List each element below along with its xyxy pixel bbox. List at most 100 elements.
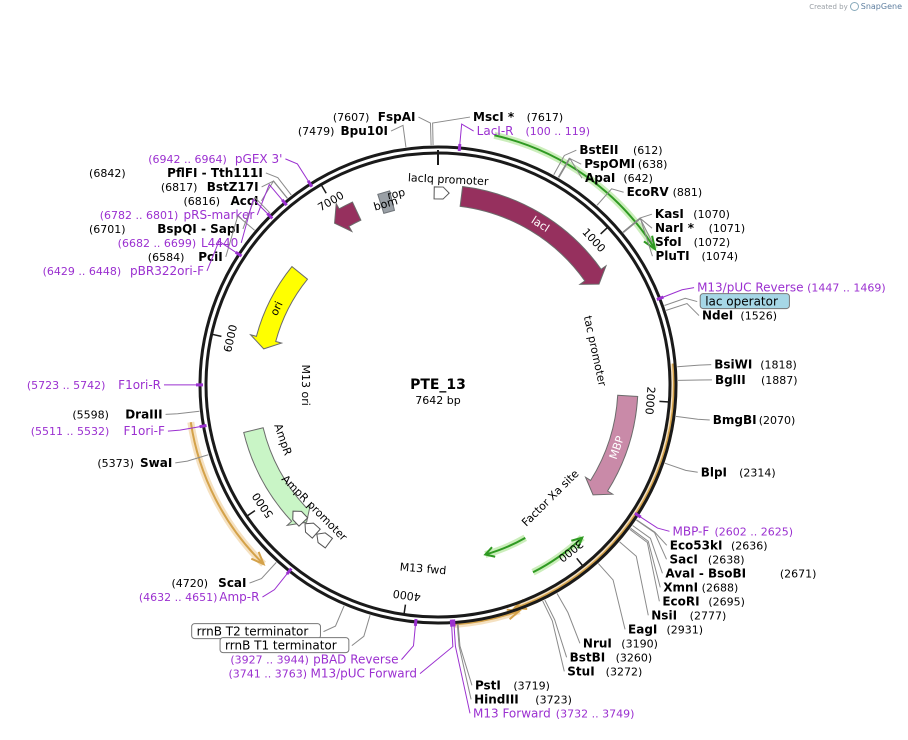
- site-eagi[interactable]: EagI(2931): [628, 622, 703, 636]
- site-nari[interactable]: NarI *(1071): [655, 221, 745, 235]
- site-lac-operator[interactable]: lac operator: [699, 293, 790, 310]
- ring-label-laciq-promoter: lacIq promoter: [408, 171, 490, 188]
- site-name-bstbi: BstBI: [570, 650, 606, 664]
- leader-m13-puc-reverse: [661, 287, 695, 299]
- site-bsiwi[interactable]: BsiWI(1818): [714, 358, 797, 372]
- site-m13-forward[interactable]: M13 Forward(3732 .. 3749): [473, 706, 634, 720]
- site-name-ecori: EcoRI: [662, 594, 699, 608]
- site-bmgbi[interactable]: BmgBI(2070): [713, 413, 796, 427]
- site-xmni[interactable]: XmnI(2688): [663, 580, 738, 594]
- site-name-pluti: PluTI: [655, 249, 689, 263]
- site-pbad-reverse[interactable]: pBAD Reverse(3927 .. 3944): [230, 653, 398, 667]
- site-fspai[interactable]: FspAI(7607): [333, 110, 416, 124]
- site-ecorv[interactable]: EcoRV(881): [627, 185, 703, 199]
- site-name-bpu10i: Bpu10I: [341, 124, 388, 138]
- plasmid-length: 7642 bp: [415, 394, 460, 407]
- site-saci[interactable]: SacI(2638): [670, 552, 745, 566]
- site-bspqi-sapi[interactable]: BspQI - SapI(6701): [89, 222, 240, 236]
- site-laci-r[interactable]: LacI-R(100 .. 119): [477, 124, 590, 138]
- leader-m13-forward: [453, 624, 471, 714]
- site-ecori[interactable]: EcoRI(2695): [662, 594, 745, 608]
- site-nsii[interactable]: NsiI(2777): [651, 608, 726, 622]
- site-name-xmni: XmnI: [663, 580, 698, 594]
- site-swai[interactable]: SwaI(5373): [97, 456, 172, 470]
- site-eco53ki[interactable]: Eco53kI(2636): [670, 538, 768, 552]
- site-pos-msci: (7617): [527, 111, 564, 124]
- site-avai-bsobi[interactable]: AvaI - BsoBI(2671): [665, 566, 816, 580]
- site-m13-puc-forward[interactable]: M13/pUC Forward(3741 .. 3763): [228, 667, 417, 681]
- site-bglii[interactable]: BglII(1887): [715, 373, 798, 387]
- leader-amp-r: [262, 572, 289, 598]
- leader-bstbi: [544, 599, 568, 658]
- ring-label-tac-promoter: tac promoter: [581, 315, 609, 388]
- site-blpi[interactable]: BlpI(2314): [701, 465, 776, 479]
- site-name-f1ori-r: F1ori-R: [118, 378, 161, 392]
- leader-hindiii: [456, 624, 472, 700]
- site-amp-r[interactable]: Amp-R(4632 .. 4651): [139, 590, 260, 604]
- leader-pgex-3: [285, 158, 310, 183]
- credit-prefix: Created by: [809, 2, 848, 11]
- site-scai[interactable]: ScaI(4720): [172, 576, 247, 590]
- site-pos-ndei: (1526): [740, 310, 777, 323]
- tick-2000: [659, 400, 670, 403]
- site-sfoi[interactable]: SfoI(1072): [655, 235, 730, 249]
- site-pos-pflfi-tth111i: (6842): [89, 167, 126, 180]
- site-ndei[interactable]: NdeI(1526): [702, 309, 777, 323]
- site-kasi[interactable]: KasI(1070): [655, 207, 730, 221]
- site-f1ori-r[interactable]: F1ori-R(5723 .. 5742): [27, 378, 161, 392]
- site-draiii[interactable]: DraIII(5598): [72, 407, 162, 421]
- site-name-lac-operator: lac operator: [705, 295, 778, 309]
- site-name-bsiwi: BsiWI: [714, 358, 752, 372]
- ampr-promoter-arrow-1-icon: [304, 522, 321, 539]
- leader-ecori: [629, 528, 660, 602]
- leader-ndei: [665, 302, 700, 316]
- ring-label-bom: bom: [372, 194, 399, 213]
- site-pos-nsii: (2777): [690, 609, 727, 622]
- site-prs-marker[interactable]: pRS-marker(6782 .. 6801): [100, 208, 255, 222]
- site-pcii[interactable]: PciI(6584): [148, 250, 223, 264]
- site-m13-puc-reverse[interactable]: M13/pUC Reverse(1447 .. 1469): [697, 281, 886, 295]
- site-rrnb-t1-terminator[interactable]: rrnB T1 terminator: [219, 637, 350, 654]
- site-pgex-3[interactable]: pGEX 3'(6942 .. 6964): [148, 152, 282, 166]
- site-pspomi[interactable]: PspOMI(638): [584, 157, 667, 171]
- site-apai[interactable]: ApaI(642): [585, 171, 653, 185]
- site-pos-pbad-reverse: (3927 .. 3944): [230, 654, 309, 667]
- site-mbp-f[interactable]: MBP-F(2602 .. 2625): [672, 524, 793, 538]
- site-f1ori-f[interactable]: F1ori-F(5511 .. 5532): [31, 424, 165, 438]
- leader-bspqi-sapi: [242, 196, 271, 230]
- site-name-bstz17i: BstZ17I: [207, 180, 259, 194]
- site-pos-ecorv: (881): [673, 186, 703, 199]
- site-nrui[interactable]: NruI(3190): [583, 636, 658, 650]
- site-bstz17i[interactable]: BstZ17I (6817): [161, 180, 259, 194]
- tick-label-2000: 2000: [642, 386, 657, 415]
- site-psti[interactable]: PstI(3719): [475, 678, 550, 692]
- site-rrnb-t2-terminator[interactable]: rrnB T2 terminator: [191, 623, 321, 640]
- site-pos-bglii: (1887): [761, 374, 798, 387]
- site-pos-bstz17i: (6817): [161, 181, 198, 194]
- site-bstbi[interactable]: BstBI(3260): [570, 650, 653, 664]
- site-acci[interactable]: AccI(6816): [183, 194, 258, 208]
- site-pos-eco53ki: (2636): [731, 539, 768, 552]
- site-hindiii[interactable]: HindIII(3723): [474, 692, 572, 706]
- site-l4440[interactable]: L4440(6682 .. 6699): [118, 236, 239, 250]
- site-pflfi-tth111i[interactable]: PflFI - Tth111I(6842): [89, 166, 263, 180]
- site-pluti[interactable]: PluTI(1074): [655, 249, 738, 263]
- site-bsteii[interactable]: BstEII(612): [579, 143, 662, 157]
- site-bpu10i[interactable]: Bpu10I(7479): [298, 124, 388, 138]
- site-name-f1ori-f: F1ori-F: [124, 424, 165, 438]
- site-name-apai: ApaI: [585, 171, 615, 185]
- leader-stui: [542, 600, 565, 672]
- leader-scai: [249, 562, 277, 584]
- site-pbr322ori-f[interactable]: pBR322ori-F(6429 .. 6448): [43, 264, 204, 278]
- site-name-eagi: EagI: [628, 622, 657, 636]
- site-name-m13-puc-reverse: M13/pUC Reverse: [697, 281, 804, 295]
- feature-ampr: [243, 427, 312, 527]
- primer-mark-laci-r: [457, 143, 462, 152]
- leader-swai: [175, 454, 209, 464]
- leader-bmgbi: [675, 415, 710, 421]
- site-msci[interactable]: MscI * (7617): [473, 110, 563, 124]
- site-stui[interactable]: StuI(3272): [567, 664, 642, 678]
- site-name-pcii: PciI: [198, 250, 223, 264]
- primer-mark-amp-r: [285, 567, 293, 575]
- site-name-msci: MscI *: [473, 110, 515, 124]
